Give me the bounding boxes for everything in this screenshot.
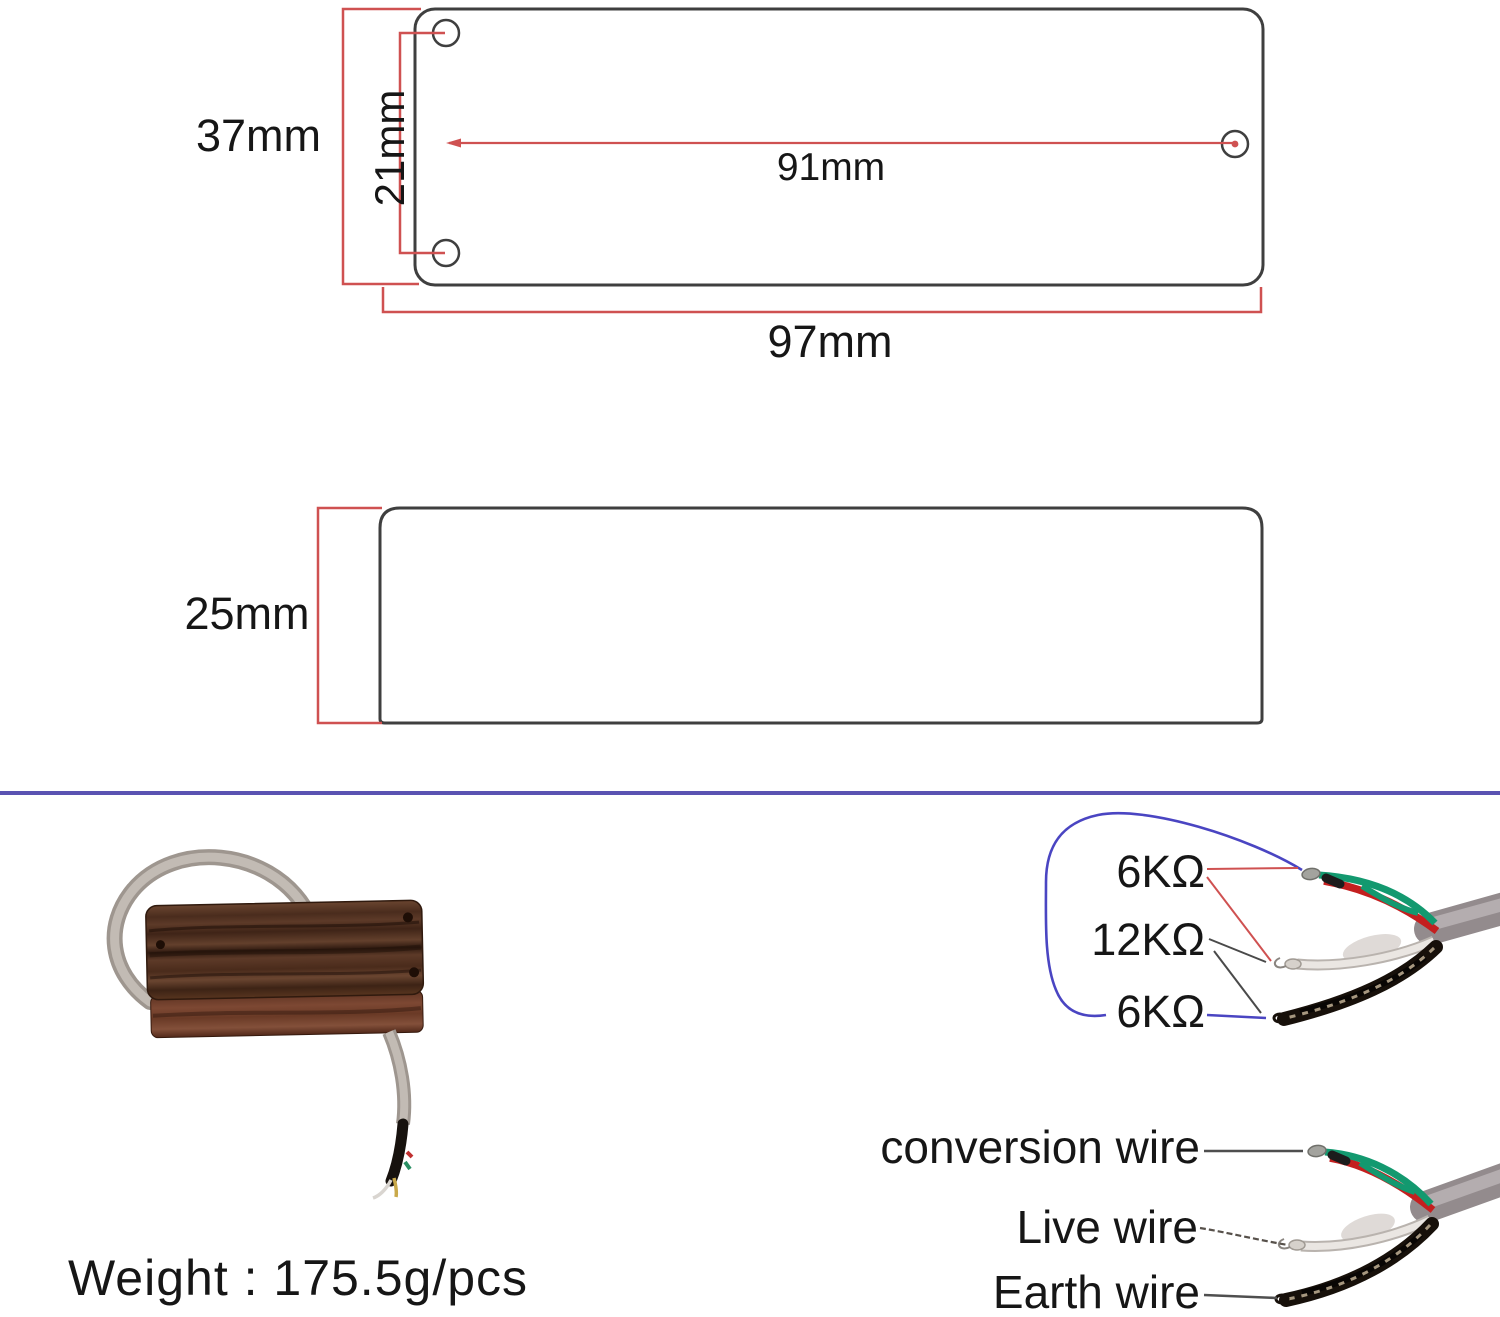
dim-97mm-bracket xyxy=(381,287,1263,314)
dim-25mm-bracket xyxy=(316,506,382,725)
dim-97mm-label: 97mm xyxy=(767,316,893,367)
leader-12k-to-white xyxy=(1208,938,1267,963)
leader-12k-to-shield xyxy=(1213,950,1262,1014)
dim-91mm-endpoint xyxy=(1231,140,1239,148)
white-wire xyxy=(1296,937,1436,969)
resistance-6k-bottom-label: 6KΩ xyxy=(1116,986,1205,1037)
dim-21mm-label: 21mm xyxy=(365,89,413,207)
weight-label: Weight : 175.5g/pcs xyxy=(68,1250,529,1306)
cable-photo-bottom xyxy=(1199,1144,1500,1307)
white-wire xyxy=(1300,1216,1432,1250)
dim-91mm-label: 91mm xyxy=(776,146,886,189)
pickup-screw-hole xyxy=(402,912,413,923)
top-view-outline xyxy=(413,7,1265,287)
leader-live-wire xyxy=(1199,1226,1289,1247)
earth-wire-label: Earth wire xyxy=(992,1266,1200,1317)
dim-25mm-label: 25mm xyxy=(184,588,310,639)
pickup-screw-hole xyxy=(155,940,165,950)
resistance-6k-top-label: 6KΩ xyxy=(1116,846,1205,897)
pickup-screw-hole xyxy=(409,967,420,978)
leader-6k-to-pair xyxy=(1206,867,1299,870)
live-wire-label: Live wire xyxy=(1016,1201,1198,1253)
dim-21mm-bracket xyxy=(398,31,445,255)
solder-tip xyxy=(1307,1144,1327,1158)
resistance-12k-label: 12KΩ xyxy=(1091,914,1205,965)
cable-photo-top xyxy=(1272,867,1500,1026)
side-view-outline xyxy=(378,506,1264,725)
section-divider xyxy=(0,791,1500,795)
cable-end-sheath xyxy=(385,1118,409,1187)
resistance-probe-lines xyxy=(1044,811,1303,1020)
dim-37mm-label: 37mm xyxy=(196,110,322,161)
side-view-drawing xyxy=(316,506,1264,725)
solder-tip xyxy=(1301,867,1321,881)
probe-loop xyxy=(1044,811,1303,1018)
leader-6k-to-white xyxy=(1206,876,1272,962)
top-view-drawing xyxy=(341,7,1265,314)
wooden-pickup-block xyxy=(145,899,425,1039)
dim-37mm-bracket xyxy=(341,7,421,286)
leader-earth-wire xyxy=(1203,1293,1278,1300)
pickup-photo xyxy=(106,849,425,1200)
conversion-wire-label: conversion wire xyxy=(880,1121,1200,1173)
dim-91mm-arrow xyxy=(446,138,461,148)
green-wire xyxy=(1318,871,1438,926)
